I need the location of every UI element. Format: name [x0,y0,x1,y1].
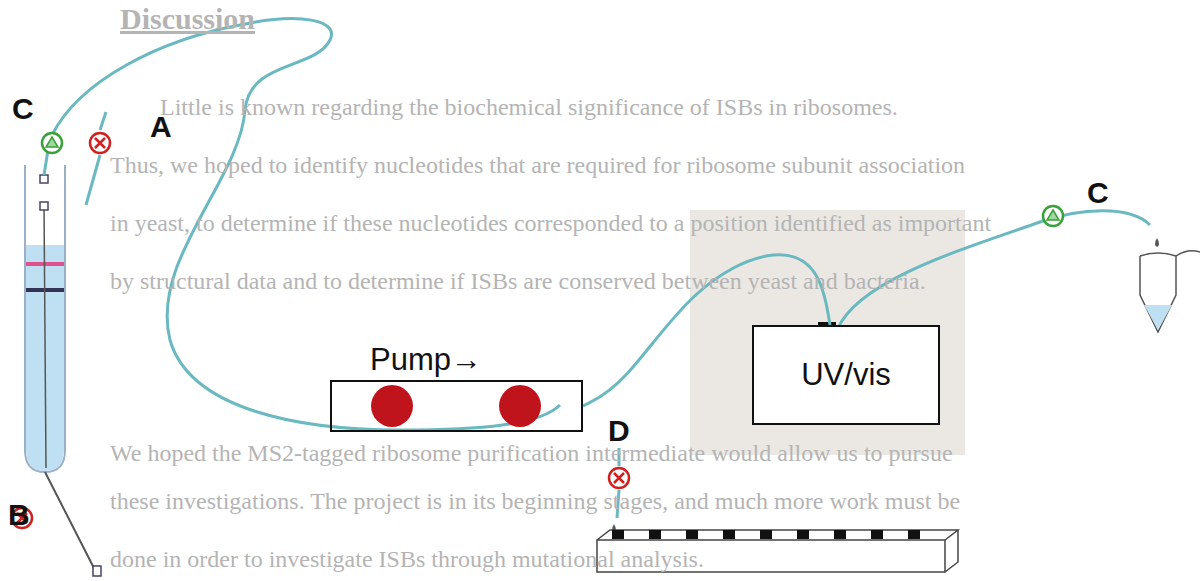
detector-box: UV/vis [752,325,940,425]
collection-tube [1140,256,1176,332]
rack-well [834,530,846,539]
faded-text: Thus, we hoped to identify nucleotides t… [110,152,965,179]
faded-heading: Discussion [120,2,255,36]
rack-wells [612,530,920,539]
open-valve [42,133,62,153]
faded-text: in yeast, to determine if these nucleoti… [110,210,991,237]
gradient-tube [25,165,65,472]
valves [12,133,1063,528]
inner-needle [44,205,46,468]
node-label: UV/vis [801,357,891,393]
rack-well [686,530,698,539]
tubing [100,112,106,130]
tubing [86,155,100,205]
tube-fitting [93,566,101,576]
drain-line [45,472,98,576]
tubing [44,150,48,175]
pump-roller [499,385,541,427]
closed-valve [609,468,629,488]
rack-well [723,530,735,539]
rack-well [871,530,883,539]
rack-well [908,530,920,539]
rack-well [612,530,624,539]
tube-fitting [40,202,48,210]
collection-tube [1140,251,1200,256]
drip [1155,238,1159,247]
pump-roller [371,385,413,427]
part-letter: C [1087,176,1109,210]
rack-well [649,530,661,539]
pump-box: Pump→ [330,380,583,432]
part-letter: C [12,92,34,126]
part-letter: A [150,110,172,144]
closed-valve [90,133,110,153]
faded-text: these investigations. The project is in … [110,488,960,515]
part-letter: D [608,414,630,448]
part-letter: B [8,498,30,532]
tube-fitting [40,175,48,183]
faded-text: done in order to investigate ISBs throug… [110,546,704,573]
faded-panel [690,210,965,455]
faded-text: We hoped the MS2-tagged ribosome purific… [110,440,953,467]
faded-text: by structural data and to determine if I… [110,268,926,295]
collection-liquid [1144,305,1172,330]
rack-well [760,530,772,539]
open-valve [1043,206,1063,226]
node-label: Pump→ [370,342,482,378]
rack-well [797,530,809,539]
faded-text: Little is known regarding the biochemica… [160,94,898,121]
